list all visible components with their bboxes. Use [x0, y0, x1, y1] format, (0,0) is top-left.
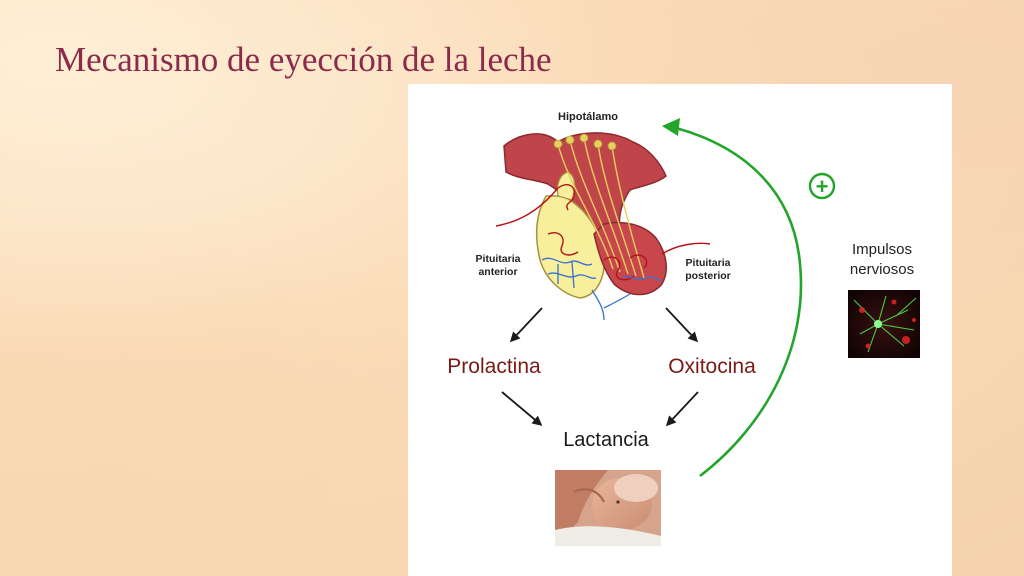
milk-ejection-diagram: Hipotálamo: [447, 111, 920, 546]
anterior-pituitary-label-1: Pituitaria: [476, 253, 521, 265]
pituitary-illustration: [495, 132, 711, 321]
posterior-pituitary-label-1: Pituitaria: [686, 257, 731, 269]
oxytocin-label: Oxitocina: [668, 355, 756, 378]
arrow-prolactin-to-lactation: [501, 391, 543, 426]
feedback-arrowhead: [662, 118, 680, 136]
nerve-impulses-label-1: Impulsos: [852, 241, 912, 258]
breastfeeding-photo: [555, 470, 661, 546]
neuron-micrograph: [848, 290, 920, 358]
diagram-panel: Hipotálamo: [408, 84, 952, 576]
arrow-to-prolactin: [509, 307, 543, 343]
positive-sign-circle: [808, 172, 836, 200]
nerve-impulses-label-2: nerviosos: [850, 261, 914, 278]
hypothalamus-label: Hipotálamo: [558, 111, 618, 123]
positive-feedback-arrow: [675, 126, 803, 478]
anterior-pituitary-label-2: anterior: [478, 266, 517, 278]
arrow-to-oxytocin: [665, 307, 699, 343]
lactation-label: Lactancia: [563, 429, 649, 451]
posterior-pituitary-label-2: posterior: [685, 270, 731, 282]
arrow-oxytocin-to-lactation: [665, 391, 699, 427]
prolactin-label: Prolactina: [447, 355, 541, 378]
positive-sign: +: [816, 174, 829, 199]
slide-title: Mecanismo de eyección de la leche: [55, 40, 552, 79]
anterior-pituitary-lobe: [535, 195, 606, 299]
